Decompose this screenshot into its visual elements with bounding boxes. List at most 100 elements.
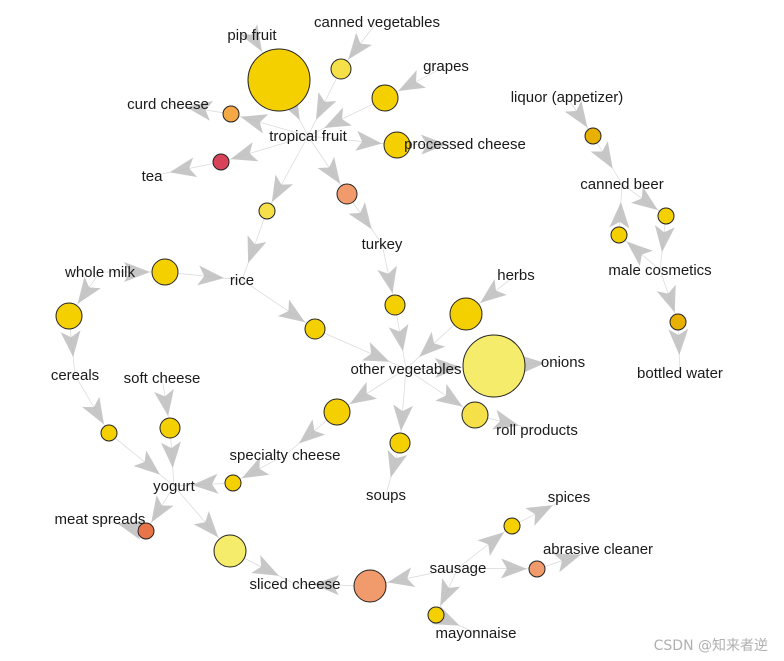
rule-node-r16[interactable] (449, 297, 483, 331)
item-label-tropical-fruit[interactable]: tropical fruit (269, 128, 347, 145)
edge-sausage-to-r29 (435, 567, 461, 616)
rule-node-r1[interactable] (247, 48, 311, 112)
rule-node-r15[interactable] (304, 318, 326, 340)
item-label-male-cosmetics[interactable]: male cosmetics (608, 262, 711, 279)
rule-node-r10[interactable] (657, 207, 675, 225)
item-label-mayonnaise[interactable]: mayonnaise (436, 625, 517, 642)
item-label-meat-spreads[interactable]: meat spreads (55, 511, 146, 528)
item-label-spices[interactable]: spices (548, 489, 591, 506)
item-label-canned-vegetables[interactable]: canned vegetables (314, 14, 440, 31)
edge-arrowhead (491, 409, 520, 430)
rule-node-r13[interactable] (151, 258, 179, 286)
edge-male_cosmetics-to-r12 (656, 269, 679, 323)
rule-node-r20[interactable] (389, 432, 411, 454)
edge-canned_beer-to-r10 (621, 183, 667, 217)
rule-node-r6[interactable] (212, 153, 230, 171)
rule-node-r11[interactable] (610, 226, 628, 244)
item-label-roll-products[interactable]: roll products (496, 422, 578, 439)
edge-r21-to-yogurt (108, 432, 175, 487)
item-label-sliced-cheese[interactable]: sliced cheese (250, 576, 341, 593)
item-label-curd-cheese[interactable]: curd cheese (127, 96, 209, 113)
rule-node-r5[interactable] (383, 131, 411, 159)
edge-r3-to-tropical_fruit (307, 97, 386, 137)
item-label-other-vegetables[interactable]: other vegetables (351, 361, 462, 378)
edge-tropical_fruit-to-r6 (220, 135, 309, 163)
rule-node-r19[interactable] (461, 401, 489, 429)
item-label-canned-beer[interactable]: canned beer (580, 176, 663, 193)
rule-node-r22[interactable] (323, 398, 351, 426)
rule-node-r25[interactable] (213, 534, 247, 568)
edge-arrowhead (82, 396, 104, 425)
item-label-grapes[interactable]: grapes (423, 58, 469, 75)
item-label-soft-cheese[interactable]: soft cheese (124, 370, 201, 387)
edge-arrowhead (393, 404, 414, 432)
edge-other_vegetables-to-r19 (405, 368, 476, 416)
edge-r18-to-other_vegetables (388, 304, 409, 370)
edge-male_cosmetics-to-r11 (618, 234, 661, 271)
item-label-pip-fruit[interactable]: pip fruit (227, 27, 277, 44)
edge-line (314, 328, 407, 370)
rule-node-r27[interactable] (528, 560, 546, 578)
rule-node-r8[interactable] (258, 202, 276, 220)
edge-r26-to-yogurt (173, 473, 234, 494)
item-label-cereals[interactable]: cereals (51, 367, 99, 384)
rule-node-r30[interactable] (503, 517, 521, 535)
edge-arrowhead (525, 505, 553, 526)
rule-node-r14[interactable] (55, 302, 83, 330)
edge-arrowhead (349, 381, 378, 405)
item-label-yogurt[interactable]: yogurt (153, 478, 196, 495)
edge-arrowhead (317, 156, 341, 185)
edge-r2-to-tropical_fruit (307, 68, 342, 137)
item-label-liquor[interactable]: liquor (appetizer) (511, 89, 624, 106)
rule-node-r3[interactable] (371, 84, 399, 112)
rule-node-r21[interactable] (100, 424, 118, 442)
edge-tropical_fruit-to-r7 (307, 135, 348, 195)
edge-arrowhead (169, 157, 198, 178)
edge-arrowhead (298, 419, 326, 444)
item-label-rice[interactable]: rice (230, 272, 254, 289)
item-label-abrasive-cleaner[interactable]: abrasive cleaner (543, 541, 653, 558)
edge-arrowhead (124, 262, 150, 282)
edge-arrowhead (564, 100, 588, 128)
item-label-herbs[interactable]: herbs (497, 267, 535, 284)
edge-arrowhead (60, 330, 81, 358)
edge-arrowhead (631, 186, 658, 211)
edge-arrowhead (387, 567, 416, 587)
item-label-sausage[interactable]: sausage (430, 560, 487, 577)
edge-rice-to-r15 (241, 279, 316, 330)
edge-line (399, 368, 407, 444)
item-label-specialty-cheese[interactable]: specialty cheese (230, 447, 341, 464)
item-label-soups[interactable]: soups (366, 487, 406, 504)
edge-line (307, 135, 348, 195)
edge-r9-to-canned_beer (590, 135, 623, 185)
rule-node-r4[interactable] (222, 105, 240, 123)
edge-arrowhead (240, 114, 269, 134)
rule-node-r26[interactable] (224, 474, 242, 492)
item-label-turkey[interactable]: turkey (362, 236, 403, 253)
rule-node-r24[interactable] (137, 522, 155, 540)
edge-line (108, 432, 175, 487)
rule-node-r17[interactable] (462, 334, 526, 398)
item-label-tea[interactable]: tea (142, 168, 164, 185)
rule-node-r9[interactable] (584, 127, 602, 145)
rule-node-r28[interactable] (353, 569, 387, 603)
item-label-bottled-water[interactable]: bottled water (637, 365, 723, 382)
rule-node-r7[interactable] (336, 183, 358, 205)
edge-arrowhead (590, 141, 613, 169)
edge-arrowhead (191, 473, 219, 494)
edge-arrowhead (355, 130, 383, 151)
rule-node-r18[interactable] (384, 294, 406, 316)
rule-node-r2[interactable] (330, 58, 352, 80)
rule-node-r29[interactable] (427, 606, 445, 624)
edge-arrowhead (609, 201, 630, 229)
edge-r11-to-canned_beer (609, 183, 630, 236)
item-label-processed-cheese[interactable]: processed cheese (404, 136, 526, 153)
rule-node-r23[interactable] (159, 417, 181, 439)
edge-arrowhead (348, 202, 372, 230)
edge-tropical_fruit-to-r8 (266, 135, 309, 212)
rule-node-r12[interactable] (669, 313, 687, 331)
item-label-onions[interactable]: onions (541, 354, 585, 371)
item-label-whole-milk[interactable]: whole milk (64, 264, 136, 281)
edge-r4-to-curd_cheese (167, 101, 232, 121)
